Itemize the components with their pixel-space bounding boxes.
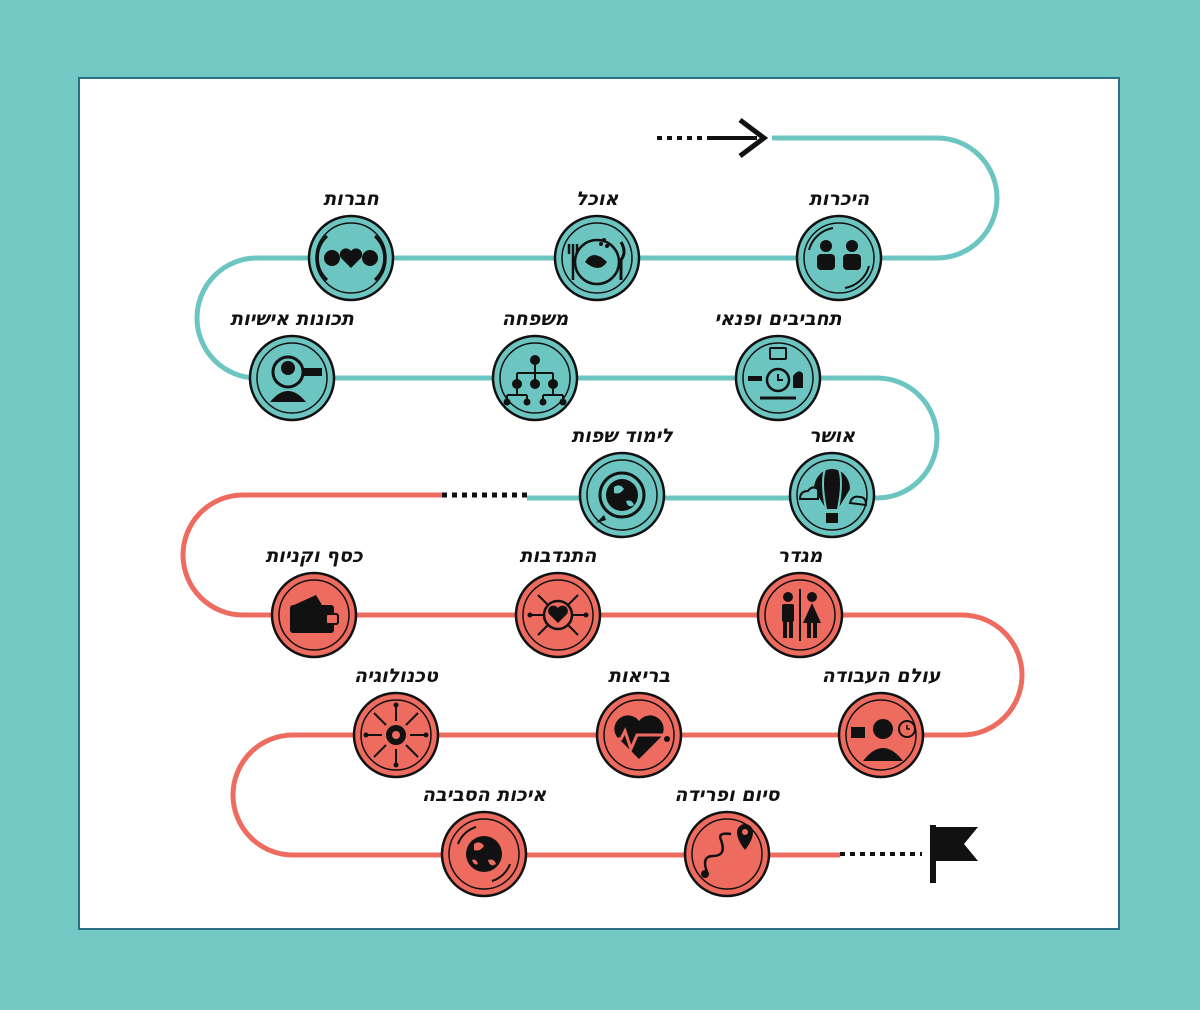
hobbies-icon [748, 347, 803, 400]
station-label-health: בריאות [608, 665, 670, 687]
gear-circuit-icon [363, 702, 429, 768]
game-board: היכרות אוכל חברות תחביבים ופנאי משפחה תכונות … [78, 77, 1120, 930]
route-pin-icon [701, 824, 753, 878]
station-label-happiness: אושר [808, 425, 856, 447]
businessman-icon [851, 719, 916, 761]
earth-cycle-icon [457, 826, 511, 882]
people-icon [808, 227, 870, 289]
globe-chat-icon [596, 471, 646, 523]
station-label-environment: איכות הסביבה [421, 784, 547, 806]
station-label-introductions: היכרות [808, 188, 870, 210]
station-label-friendship: חברות [323, 188, 379, 210]
station-label-languages: לימוד שפות [571, 425, 673, 447]
path-teal [194, 135, 1000, 501]
station-ending [683, 810, 771, 898]
station-money [270, 571, 358, 659]
station-technology [352, 691, 440, 779]
arrow-right-icon [707, 118, 769, 158]
station-introductions [795, 214, 883, 302]
heartbeat-icon [609, 715, 670, 759]
station-label-money: כסף וקניות [265, 545, 363, 567]
station-label-technology: טכנולוגיה [354, 665, 438, 687]
station-personality [248, 334, 336, 422]
station-label-ending: סיום ופרידה [674, 784, 780, 806]
station-label-work: עולם העבודה [821, 665, 941, 687]
flag-icon [930, 825, 978, 883]
family-tree-icon [503, 355, 567, 406]
wallet-icon [290, 595, 339, 633]
station-gender [756, 571, 844, 659]
station-hobbies [734, 334, 822, 422]
station-languages [578, 451, 666, 539]
hot-air-balloon-icon [798, 466, 868, 523]
station-label-food: אוכל [575, 188, 619, 210]
magnifier-person-icon [270, 355, 322, 402]
journey-map [180, 118, 1025, 898]
path-salmon [180, 492, 1025, 858]
station-volunteering [514, 571, 602, 659]
station-label-hobbies: תחביבים ופנאי [714, 308, 842, 330]
heart-network-icon [527, 594, 589, 636]
station-friendship [307, 214, 395, 302]
gender-icon [782, 589, 821, 641]
station-label-volunteering: התנדבות [519, 545, 597, 567]
station-label-gender: מגדר [777, 545, 823, 567]
food-plate-icon [567, 238, 626, 286]
heart-friends-icon [315, 234, 387, 282]
station-work [837, 691, 925, 779]
station-label-personality: תכונות אישיות [230, 308, 354, 330]
station-environment [440, 810, 528, 898]
station-happiness [788, 451, 876, 539]
station-label-family: משפחה [501, 308, 569, 330]
station-food [553, 214, 641, 302]
station-health [595, 691, 683, 779]
station-family [491, 334, 579, 422]
